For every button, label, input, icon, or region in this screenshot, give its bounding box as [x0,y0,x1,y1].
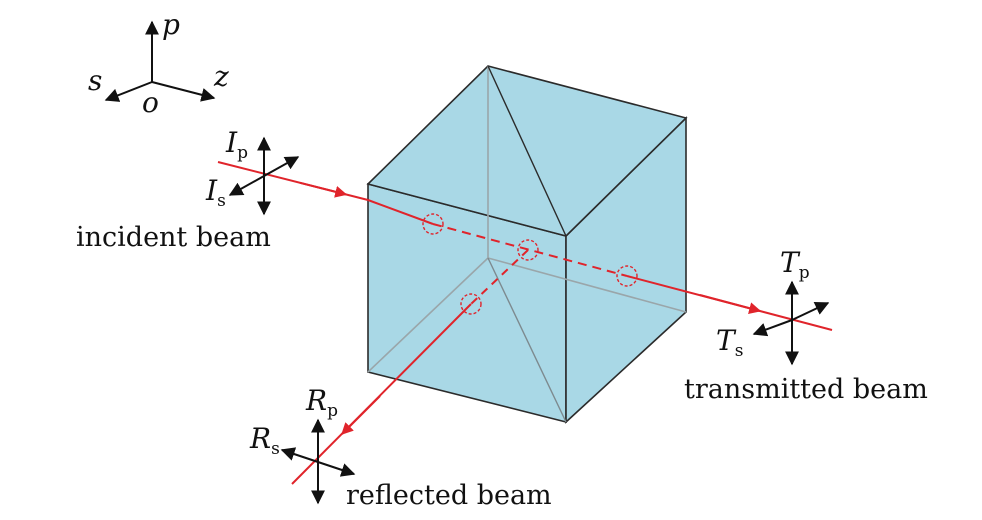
reflected-beam-caption: reflected beam [346,480,552,511]
s-axis [104,81,153,102]
reflected-p-label: Rp [305,384,338,421]
incident-beam-inside [367,199,434,225]
s-axis-label: s [88,64,102,97]
hidden-edge-bottom-right [487,257,687,313]
reflected-s-arrow-right [317,461,356,477]
incident-beam-arrow [299,181,348,198]
transmitted-beam-arrow [699,294,762,315]
beams [217,161,833,485]
interface-marker-exit [616,265,638,287]
transmitted-s-arrow-right [791,302,830,321]
beam-splitter-cube [366,65,688,424]
coordinate-axes: p s z o [88,8,229,119]
reflected-beam-arrow [341,395,381,435]
diagonal-top-face [487,65,567,237]
incident-polarization: Ip Is incident beam [76,126,300,253]
transmitted-p-label: Tp [780,246,810,283]
interface-marker-entry [422,213,444,235]
p-axis-label: p [162,8,180,41]
incident-p-label: Ip [225,126,248,163]
incident-s-arrow-left [228,175,265,196]
reflected-s-arrow-left [280,447,319,463]
transmitted-polarization: Tp Ts transmitted beam [684,246,928,405]
interface-marker-reflect [460,293,482,315]
transmitted-s-arrow-left [752,319,793,337]
transmitted-beam-caption: transmitted beam [684,374,928,405]
diagonal-hypotenuse-plane [487,257,567,423]
incident-s-arrow-right [263,156,300,177]
reflected-polarization: Rp Rs reflected beam [249,384,552,511]
incident-beam-caption: incident beam [76,222,271,253]
transmitted-s-label: Ts [716,324,743,361]
hidden-edge-bottom-left [367,257,489,373]
interface-marker-split [517,239,539,261]
origin-label: o [142,86,159,119]
z-axis-label: z [213,60,229,93]
incident-s-label: Is [205,174,226,211]
reflected-s-label: Rs [249,422,280,459]
z-axis [151,81,216,102]
reflected-beam-line [291,303,472,485]
internal-beam-dashed [432,223,628,277]
